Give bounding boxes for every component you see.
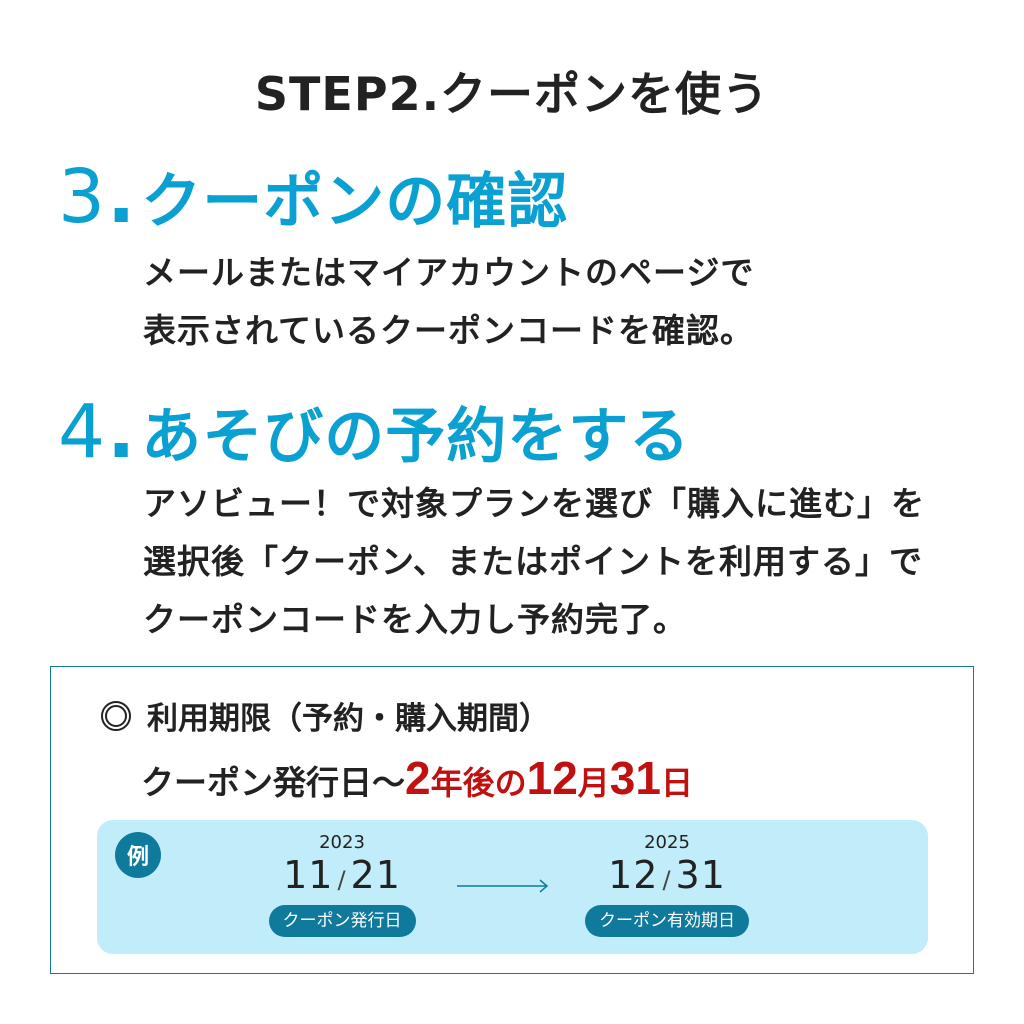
period-day-unit: 日	[660, 764, 693, 802]
arrow-right-icon	[457, 879, 549, 893]
section-4-heading: 4 . あそびの予約をする	[58, 395, 690, 469]
expiry-month-day: 12/31	[567, 854, 767, 901]
section-number: 3	[58, 154, 106, 240]
body-line: クーポンコードを入力し予約完了。	[143, 600, 687, 639]
validity-info-box: 利用期限（予約・購入期間） クーポン発行日〜 2 年後の 12 月 31 日 例…	[50, 666, 974, 974]
expiry-year: 2025	[644, 832, 690, 853]
issue-date-label: クーポン発行日	[268, 905, 416, 937]
expiry-date-label: クーポン有効期日	[585, 905, 749, 937]
double-circle-icon	[101, 700, 131, 731]
section-number: 4	[58, 389, 106, 475]
section-3-body: メールまたはマイアカウントのページで 表示されているクーポンコードを確認。	[143, 244, 754, 360]
body-line: 表示されているクーポンコードを確認。	[143, 311, 755, 350]
issue-day: 21	[350, 853, 401, 897]
body-line: 選択後「クーポン、またはポイントを利用する」で	[143, 542, 924, 581]
example-badge: 例	[115, 832, 161, 878]
period-month: 12	[526, 752, 578, 804]
period-prefix: クーポン発行日〜	[141, 763, 405, 802]
issue-year: 2023	[319, 832, 365, 853]
issue-month: 11	[283, 853, 334, 897]
expiry-date-block: 2025 12/31 クーポン有効期日	[567, 832, 767, 937]
section-heading-text: クーポンの確認	[141, 167, 569, 237]
period-day: 31	[609, 752, 661, 804]
period-years-unit: 年後の	[430, 764, 527, 802]
body-line: メールまたはマイアカウントのページで	[143, 253, 755, 292]
section-4-body: アソビュー！で対象プランを選び「購入に進む」を 選択後「クーポン、またはポイント…	[143, 475, 925, 649]
validity-title-text: 利用期限（予約・購入期間）	[147, 701, 550, 737]
period-month-unit: 月	[577, 764, 610, 802]
example-panel: 例 2023 11/21 クーポン発行日 2025 12/31 クーポン有効期日	[97, 820, 928, 954]
section-heading-text: あそびの予約をする	[141, 402, 691, 472]
section-3-heading: 3 . クーポンの確認	[58, 160, 568, 234]
issue-month-day: 11/21	[242, 854, 442, 901]
issue-date-block: 2023 11/21 クーポン発行日	[242, 832, 442, 937]
expiry-month: 12	[608, 853, 659, 897]
period-years: 2	[405, 752, 431, 804]
date-slash: /	[662, 866, 672, 894]
validity-title: 利用期限（予約・購入期間）	[101, 693, 550, 738]
expiry-day: 31	[675, 853, 726, 897]
validity-period: クーポン発行日〜 2 年後の 12 月 31 日	[141, 751, 693, 805]
section-dot: .	[107, 154, 136, 240]
section-dot: .	[107, 389, 136, 475]
step-title: STEP2.クーポンを使う	[254, 67, 770, 121]
date-slash: /	[337, 866, 347, 894]
body-line: アソビュー！で対象プランを選び「購入に進む」を	[143, 484, 925, 523]
